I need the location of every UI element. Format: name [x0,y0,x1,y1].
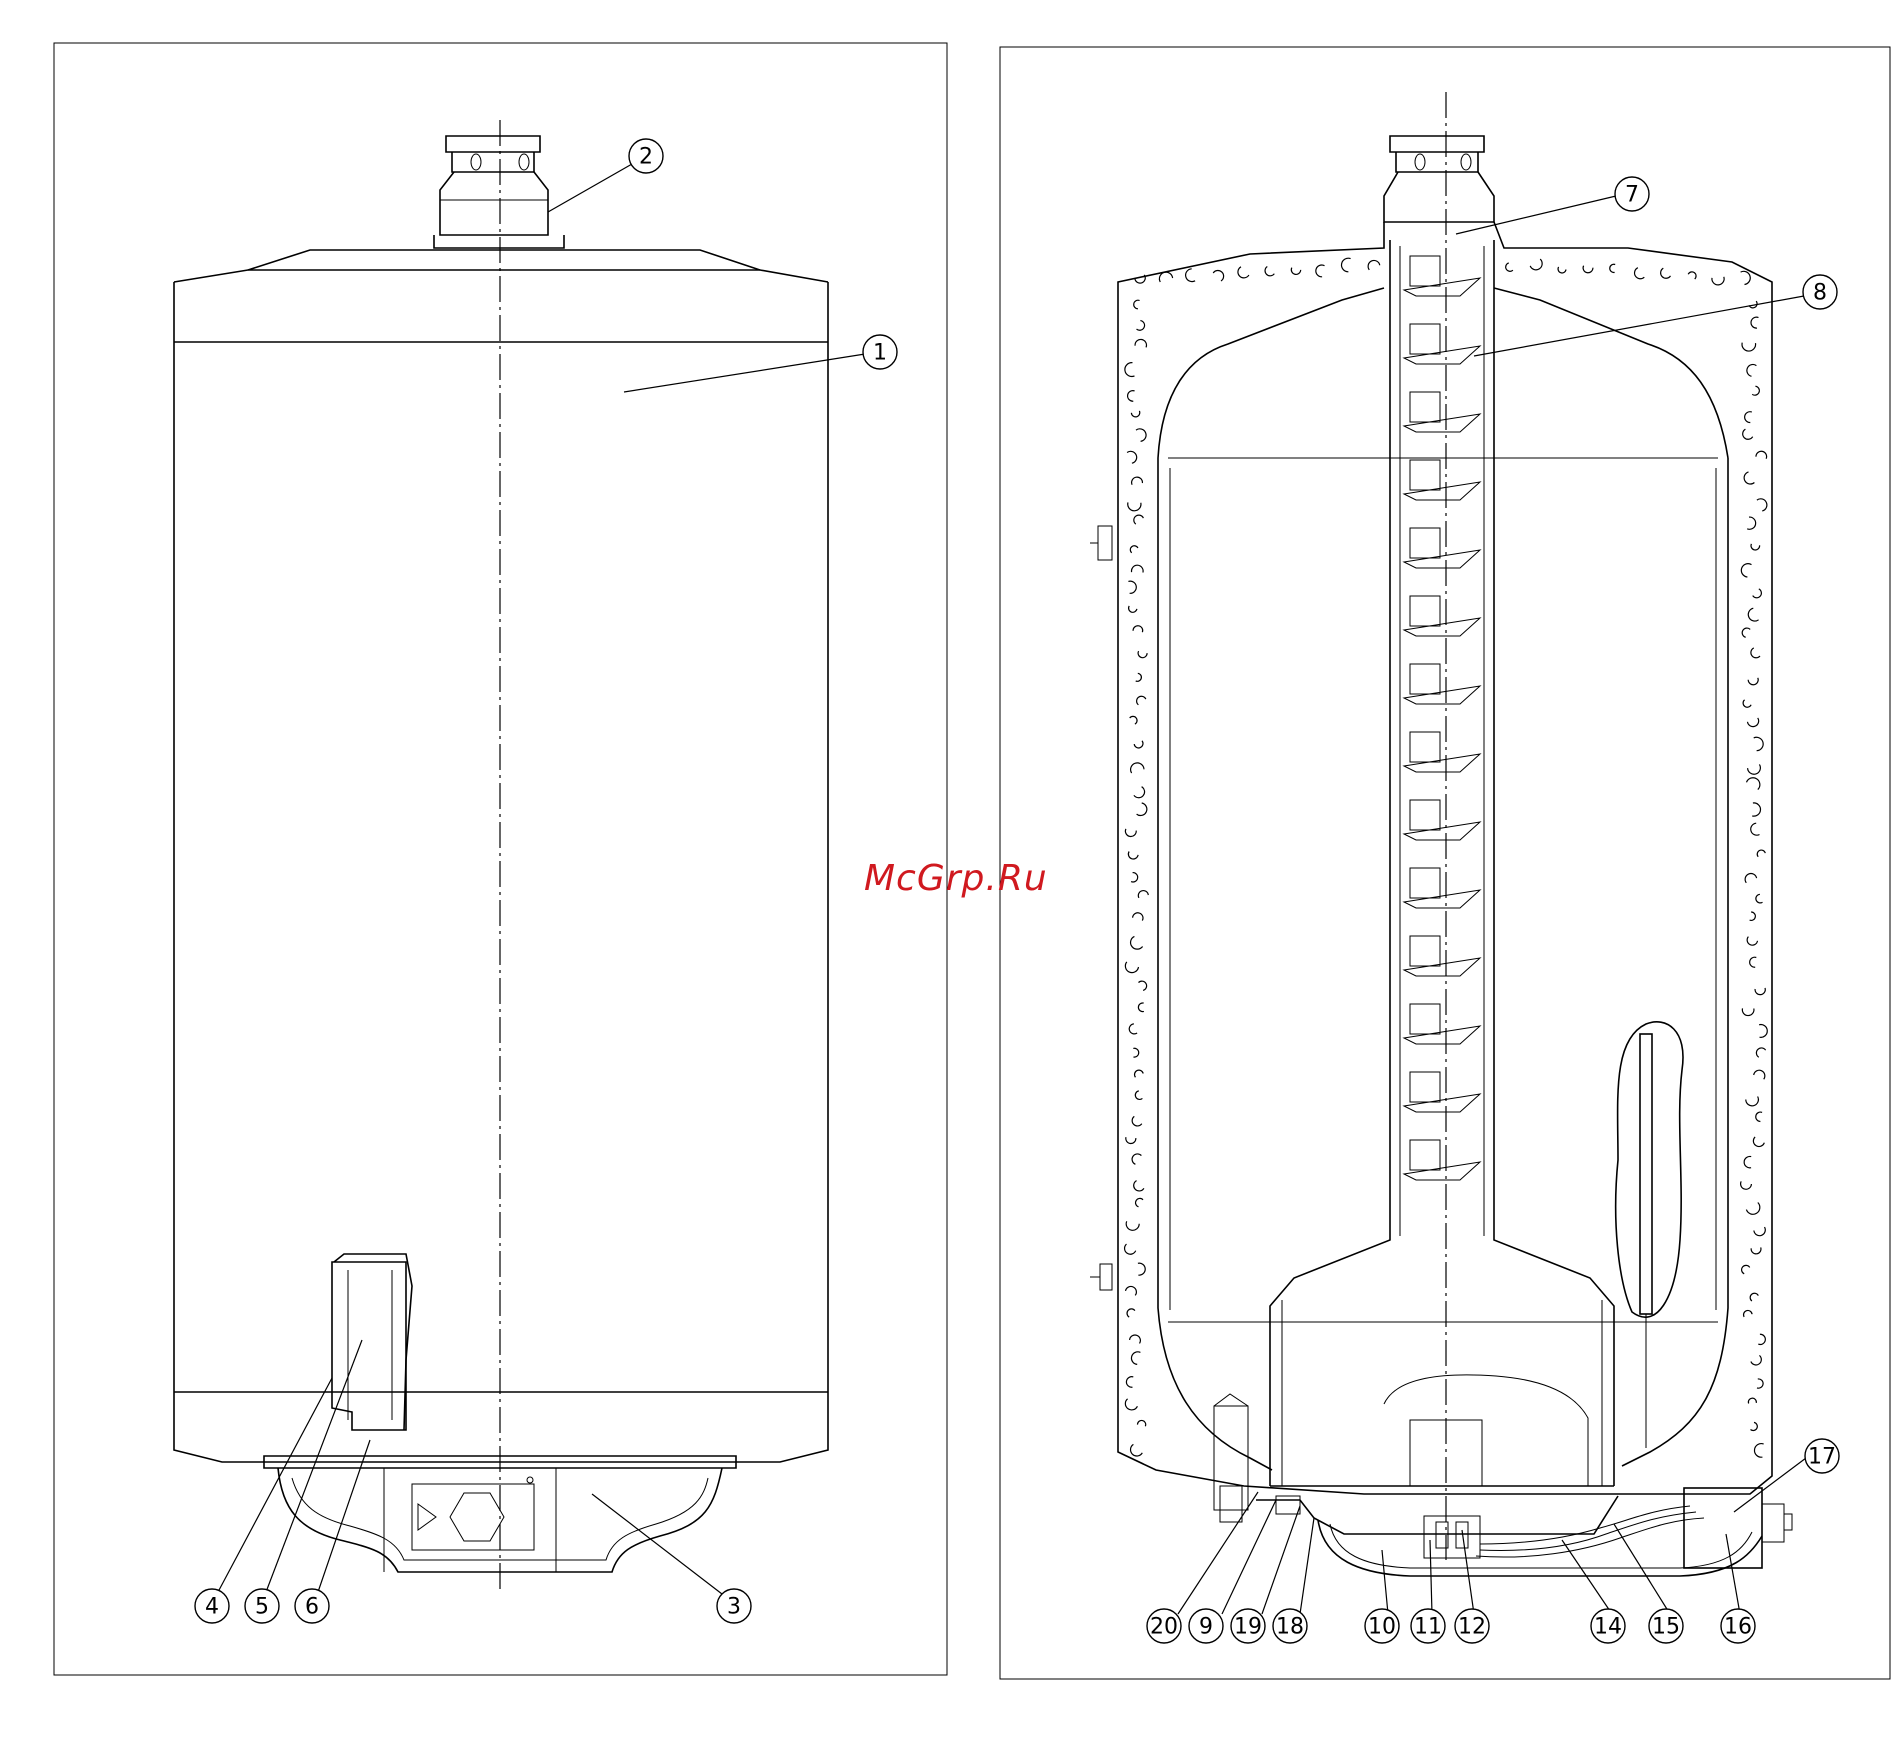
callout-label-9: 9 [1199,1615,1213,1640]
callout-label-5: 5 [255,1595,269,1620]
callout-label-12: 12 [1458,1615,1486,1640]
callout-label-18: 18 [1276,1615,1304,1640]
callout-label-7: 7 [1625,183,1639,208]
watermark: McGrp.Ru [864,858,1048,899]
callout-label-16: 16 [1724,1615,1752,1640]
flue-baffle [1404,256,1480,1180]
callout-label-17: 17 [1808,1445,1836,1470]
callout-label-1: 1 [873,341,887,366]
right-view-frame [1000,47,1890,1679]
callout-label-10: 10 [1368,1615,1396,1640]
callout-label-19: 19 [1234,1615,1262,1640]
callout-label-11: 11 [1414,1615,1442,1640]
callout-label-20: 20 [1150,1615,1178,1640]
callout-label-14: 14 [1594,1615,1622,1640]
left-heater-exterior [174,136,828,1572]
callout-label-15: 15 [1652,1615,1680,1640]
callout-label-2: 2 [639,145,653,170]
callout-label-6: 6 [305,1595,319,1620]
callout-label-3: 3 [727,1595,741,1620]
right-callouts: 7 8 17 20 9 19 18 10 11 12 14 15 16 [1147,177,1839,1643]
callout-label-4: 4 [205,1595,219,1620]
callout-label-8: 8 [1813,281,1827,306]
left-callouts: 1 2 3 4 5 6 [195,139,897,1623]
